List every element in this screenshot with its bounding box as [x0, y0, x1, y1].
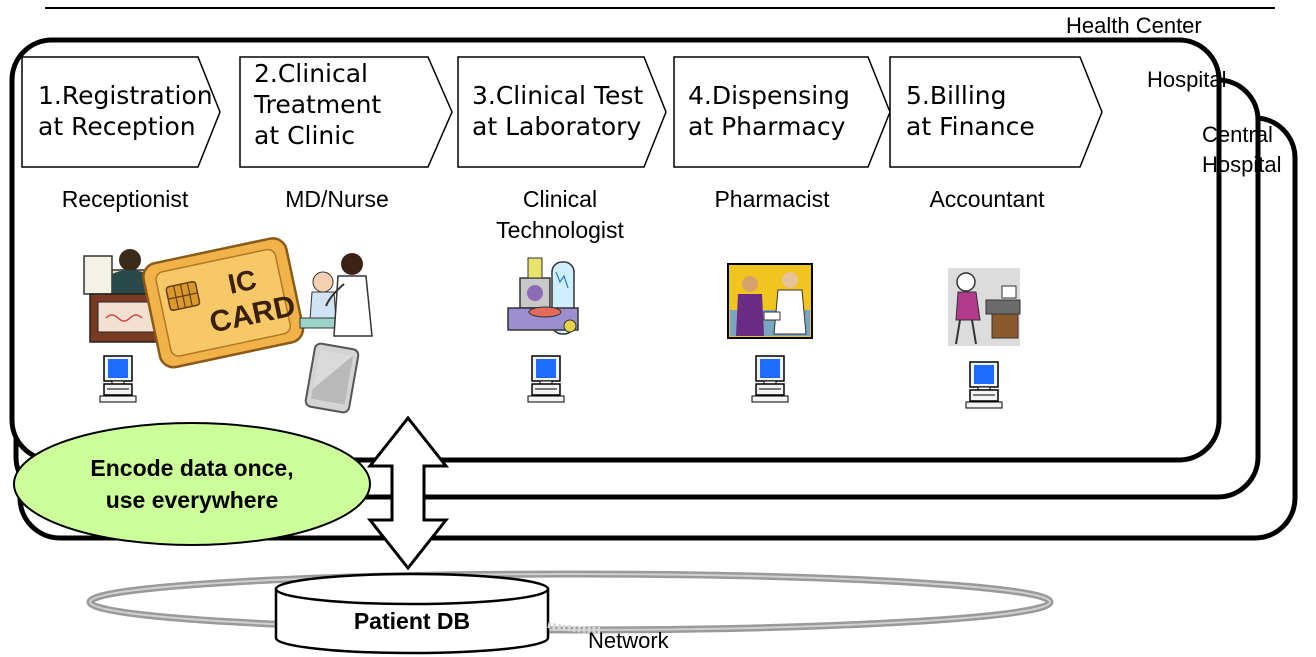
process-steps	[21, 56, 1103, 168]
role-3-line-1: Clinical	[523, 186, 597, 212]
step-1-line-2: at Reception	[38, 112, 196, 141]
desktop-computer-icon	[751, 355, 789, 403]
role-4-line-1: Pharmacist	[714, 186, 830, 212]
facility-0-line-1: Health Center	[1066, 13, 1202, 38]
network-label: Network	[588, 628, 670, 653]
step-4-line-2: at Pharmacy	[688, 112, 846, 141]
role-md-nurse: MD/Nurse	[285, 186, 389, 212]
role-2-line-1: MD/Nurse	[285, 186, 389, 212]
step-2-line-1: 2.Clinical	[254, 59, 368, 88]
facility-2-line-1: Central	[1202, 122, 1273, 147]
facility-1-line-1: Hospital	[1147, 67, 1226, 92]
step-2-line-2: Treatment	[253, 90, 381, 119]
role-receptionist: Receptionist	[62, 186, 189, 212]
role-5-line-1: Accountant	[929, 186, 1045, 212]
bidirectional-arrow	[366, 415, 450, 571]
role-1-line-1: Receptionist	[62, 186, 189, 212]
role-pharmacist: Pharmacist	[714, 186, 830, 212]
desktop-computer-icon	[965, 361, 1003, 409]
facility-2-line-2: Hospital	[1202, 152, 1281, 177]
network-ring-front-segment	[547, 622, 601, 633]
facility-label-hospital: Hospital	[1147, 67, 1226, 92]
facility-label-health-center: Health Center	[1066, 13, 1202, 38]
ic-card-icon: IC CARD	[142, 237, 305, 369]
tablet-icon	[304, 342, 360, 414]
step-3-chevron	[457, 56, 667, 168]
callout-line-1: Encode data once,	[90, 455, 294, 481]
doctor-patient-clipart-icon	[299, 253, 373, 337]
step-5-chevron	[889, 56, 1103, 168]
desktop-computer-icon	[99, 355, 137, 403]
callout-text: Encode data once, use everywhere	[30, 452, 354, 516]
role-3-line-2: Technologist	[496, 217, 624, 243]
step-5-line-2: at Finance	[906, 112, 1035, 141]
step-5-line-1: 5.Billing	[906, 81, 1007, 110]
accountant-clipart-icon	[948, 268, 1021, 346]
desktop-computer-icon	[527, 355, 565, 403]
patient-db-label: Patient DB	[353, 608, 471, 634]
network-ring	[86, 570, 1054, 634]
step-2-chevron	[239, 56, 453, 168]
laboratory-clipart-icon	[507, 257, 579, 335]
callout-ellipse	[13, 422, 371, 546]
step-1-line-1: 1.Registration	[38, 81, 213, 110]
step-4-line-1: 4.Dispensing	[688, 81, 850, 110]
step-1-chevron	[21, 56, 221, 168]
step-4-chevron	[673, 56, 891, 168]
role-accountant: Accountant	[929, 186, 1045, 212]
step-3-line-2: at Laboratory	[472, 112, 641, 141]
step-2-line-3: at Clinic	[254, 121, 355, 150]
ic-card-label-line1: IC	[225, 264, 259, 300]
pharmacist-clipart-icon	[727, 263, 813, 339]
callout-line-2: use everywhere	[105, 487, 279, 513]
step-3-line-1: 3.Clinical Test	[472, 81, 643, 110]
patient-db-cylinder	[274, 572, 550, 655]
